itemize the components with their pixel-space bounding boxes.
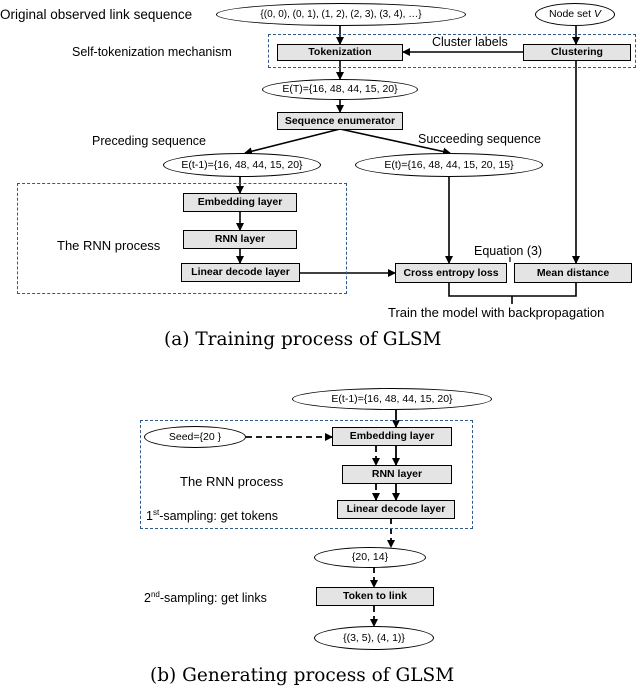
node-set-node: Node set V	[535, 3, 615, 26]
embedding-layer-box-generating: Embedding layer	[332, 427, 452, 446]
first-sampling-label: 1st-sampling: get tokens	[146, 507, 278, 523]
node-set-symbol: V	[593, 8, 601, 21]
rnn-process-label-training: The RNN process	[57, 238, 161, 253]
self-tokenization-region	[268, 34, 636, 68]
clustering-box: Clustering	[523, 44, 631, 61]
embedding-layer-box: Embedding layer	[183, 193, 297, 212]
arrow-enumerator-to-preceding	[244, 128, 341, 156]
mean-distance-box: Mean distance	[514, 263, 632, 283]
training-caption: (a) Training process of GLSM	[164, 329, 442, 350]
succeeding-sequence-node: E(t)={16, 48, 44, 15, 20, 15}	[355, 153, 543, 177]
generating-caption: (b) Generating process of GLSM	[150, 665, 455, 686]
links-node: {(3, 5), (4, 1)}	[314, 626, 434, 650]
rnn-layer-box-generating: RNN layer	[342, 465, 452, 484]
linear-decode-layer-box: Linear decode layer	[181, 263, 300, 282]
linear-decode-layer-box-generating: Linear decode layer	[337, 500, 455, 519]
second-sampling-sup: nd	[150, 589, 160, 599]
generating-input-node: E(t-1)={16, 48, 44, 15, 20}	[292, 388, 492, 410]
rnn-process-region-generating	[140, 420, 473, 529]
first-sampling-sup: st	[152, 507, 160, 517]
encoded-sequence-node: E(T)={16, 48, 44, 15, 20}	[262, 79, 418, 100]
second-sampling-text: -sampling: get links	[159, 591, 267, 605]
node-set-text: Node set	[549, 8, 592, 21]
rnn-process-label-generating: The RNN process	[180, 474, 284, 489]
original-sequence-label: Original observed link sequence	[0, 7, 193, 22]
equation-label: Equation (3)	[474, 244, 543, 258]
second-sampling-label: 2nd-sampling: get links	[144, 589, 267, 605]
self-tokenization-label: Self-tokenization mechanism	[72, 45, 232, 59]
cross-entropy-loss-box: Cross entropy loss	[395, 263, 507, 283]
rnn-layer-box: RNN layer	[183, 230, 297, 249]
preceding-sequence-label: Preceding sequence	[92, 134, 206, 148]
backpropagation-label: Train the model with backpropagation	[388, 305, 605, 320]
rnn-process-region-training	[17, 183, 347, 294]
token-to-link-box: Token to link	[316, 587, 434, 606]
cluster-labels-label: Cluster labels	[432, 35, 508, 49]
tokenization-box: Tokenization	[277, 44, 403, 61]
seed-node: Seed={20 }	[144, 426, 246, 448]
first-sampling-text: -sampling: get tokens	[159, 509, 278, 523]
sequence-enumerator-box: Sequence enumerator	[277, 112, 403, 130]
backprop-bracket	[448, 283, 577, 297]
tokens-node: {20, 14}	[314, 547, 426, 568]
arrow-enumerator-to-succeeding	[339, 128, 451, 156]
original-sequence-node: {(0, 0), (0, 1), (1, 2), (2, 3), (3, 4),…	[216, 3, 466, 26]
first-sampling-ordinal: 1	[146, 509, 153, 523]
succeeding-sequence-label: Succeeding sequence	[418, 132, 542, 146]
second-sampling-ordinal: 2	[144, 591, 151, 605]
preceding-sequence-node: E(t-1)={16, 48, 44, 15, 20}	[163, 153, 321, 177]
